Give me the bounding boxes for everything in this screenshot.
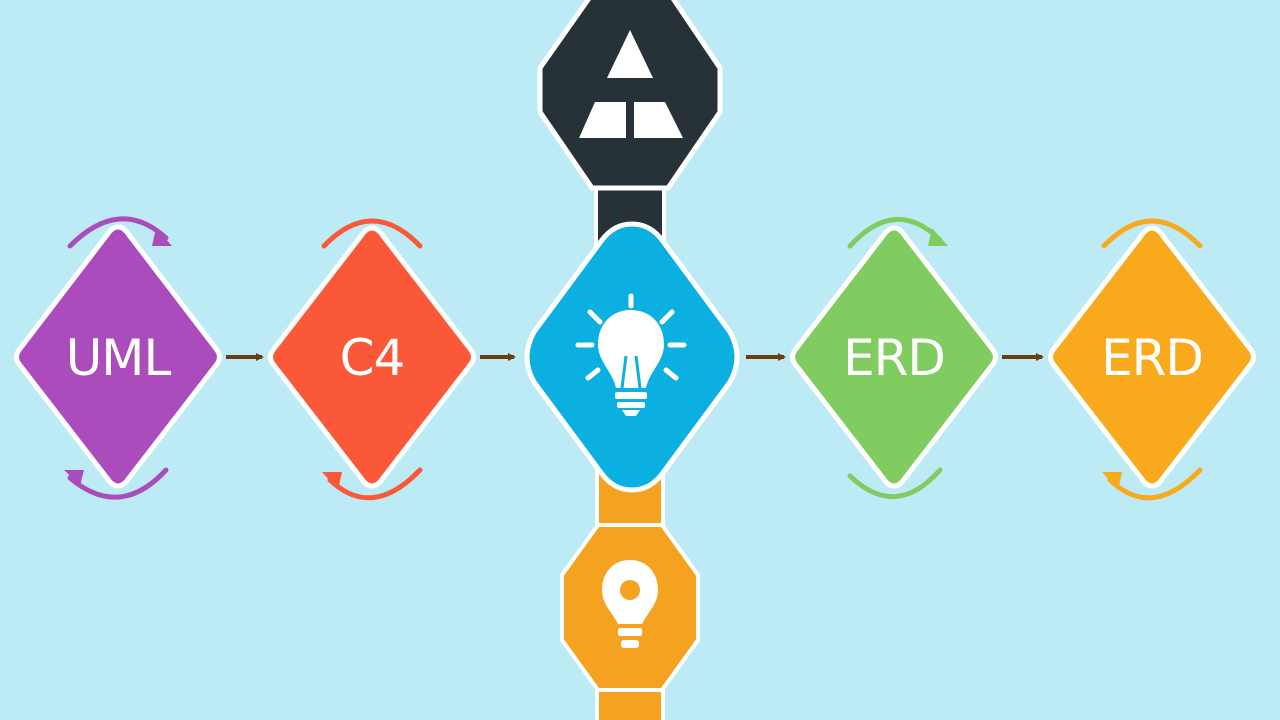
c4-cycle-arrow-top (321, 218, 423, 249)
erd-orange-label: ERD (1101, 329, 1203, 387)
top-hexagon (537, 0, 723, 191)
erd-green-cycle-arrow-top (847, 216, 943, 249)
node-c4: C4 (268, 218, 476, 501)
node-uml: UML (14, 216, 222, 500)
erd-orange-cycle-arrow-bottom (1107, 467, 1203, 501)
uml-label: UML (66, 329, 172, 387)
uml-cycle-arrowhead-top (152, 228, 172, 246)
uml-cycle-arrow-bottom (67, 467, 169, 500)
node-center (524, 221, 740, 493)
c4-diamond (268, 225, 476, 489)
erd-green-label: ERD (843, 329, 945, 387)
node-erd-orange: ERD (1048, 218, 1256, 501)
erd-green-diamond (790, 225, 998, 489)
bottom-node (560, 468, 700, 720)
uml-cycle-arrowhead-bottom (64, 470, 84, 486)
node-erd-green: ERD (790, 216, 998, 500)
erd-green-cycle-arrowhead-top (928, 228, 948, 246)
erd-orange-cycle-arrowhead-bottom (1102, 472, 1122, 490)
uml-diamond (14, 224, 222, 489)
erd-green-cycle-arrow-bottom (847, 467, 943, 500)
lightbulb-bulb (598, 310, 664, 416)
c4-cycle-arrow-bottom (327, 467, 423, 501)
c4-cycle-arrowhead-bottom (322, 472, 342, 490)
c4-label: C4 (340, 329, 405, 387)
erd-orange-diamond (1048, 225, 1256, 489)
lightbulb-icon (602, 560, 658, 648)
lightbulb-icon (575, 293, 687, 381)
erd-orange-cycle-arrow-top (1101, 218, 1203, 249)
top-node (537, 0, 723, 262)
triangle-logo-icon (579, 30, 683, 138)
